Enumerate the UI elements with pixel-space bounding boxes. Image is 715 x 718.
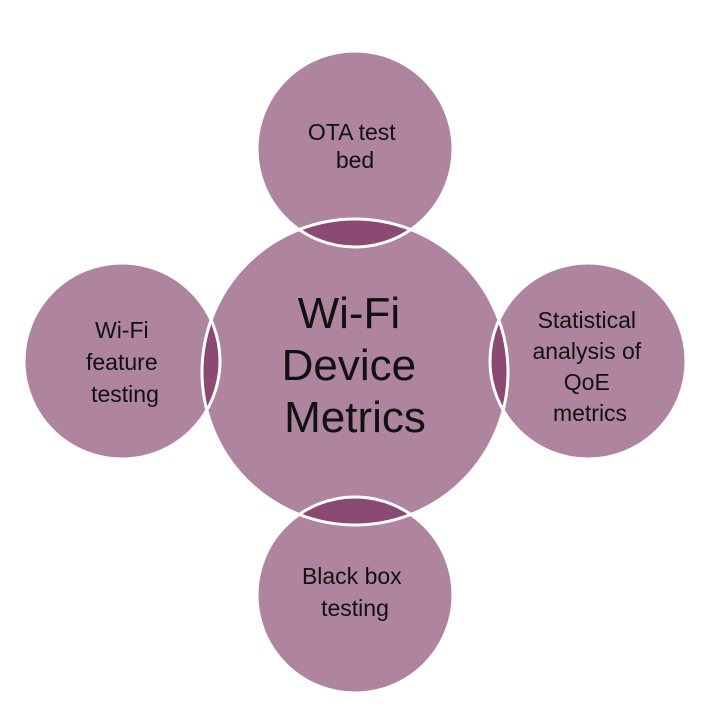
bottom-node-label-line: Black box <box>302 563 402 589</box>
node-circle-bottom <box>257 497 453 693</box>
center-circle <box>202 219 508 525</box>
right-node-label: Statistical analysis of QoE metrics <box>532 307 647 426</box>
node-circle-top <box>257 51 453 247</box>
node-outline-right <box>488 261 688 461</box>
left-node-label-line: Wi-Fi <box>95 317 149 343</box>
bottom-node-label: Black box testing <box>302 563 408 621</box>
center-label: Wi-Fi Device Metrics <box>282 289 429 442</box>
center-label-line: Wi-Fi <box>298 289 401 338</box>
center-label-line: Metrics <box>284 393 426 442</box>
top-node-label-line: OTA test <box>308 119 396 145</box>
top-node-label-line: bed <box>336 147 374 173</box>
top-node-label: OTA test bed <box>308 119 402 173</box>
left-node-label-line: testing <box>91 381 159 407</box>
node-circle-right <box>490 263 686 459</box>
node-circle-left <box>24 263 220 459</box>
bottom-node-label-line: testing <box>321 595 389 621</box>
left-node-label-line: feature <box>86 349 158 375</box>
right-node-label-line: analysis of <box>532 338 641 364</box>
node-outline-bottom <box>255 495 455 695</box>
right-node-label-line: Statistical <box>538 307 636 333</box>
node-outline-left <box>22 261 222 461</box>
right-node-label-line: QoE <box>564 369 610 395</box>
node-outline-top <box>255 49 455 249</box>
right-node-label-line: metrics <box>553 400 627 426</box>
center-label-line: Device <box>282 341 417 390</box>
left-node-label: Wi-Fi feature testing <box>86 317 164 407</box>
center-outline <box>200 217 510 527</box>
